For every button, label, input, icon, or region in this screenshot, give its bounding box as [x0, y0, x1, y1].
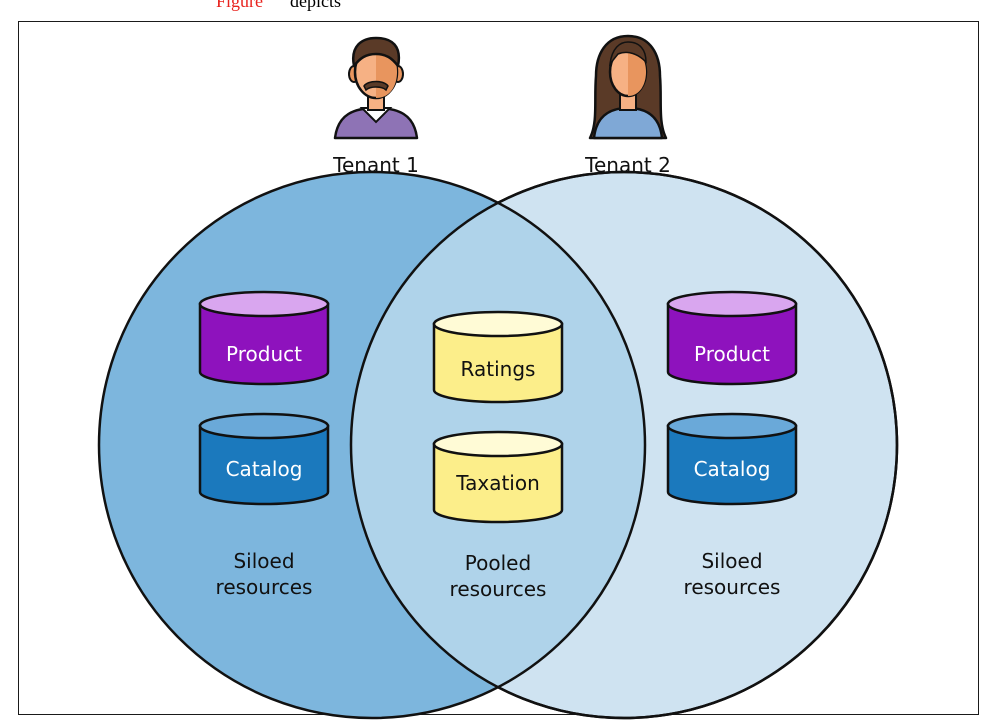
caption-line: Figure depicts — [0, 0, 996, 20]
man-avatar-icon — [333, 36, 419, 140]
db-ratings-label: Ratings — [461, 357, 536, 381]
db-catalog-left-label: Catalog — [226, 457, 303, 481]
db-taxation — [432, 430, 564, 524]
overlap-region-label-line2: resources — [450, 577, 547, 601]
db-product-left-label: Product — [226, 342, 302, 366]
db-product-left — [198, 290, 330, 386]
db-ratings — [432, 310, 564, 404]
right-region-label-line1: Siloed — [701, 549, 762, 573]
tenant-2-label: Tenant 2 — [584, 153, 671, 177]
overlap-region-label-line1: Pooled — [465, 551, 531, 575]
db-product-right — [666, 290, 798, 386]
figure-link[interactable]: Figure — [216, 0, 263, 11]
db-product-right-label: Product — [694, 342, 770, 366]
left-circle-outline — [97, 170, 647, 720]
db-taxation-label: Taxation — [455, 471, 540, 495]
db-catalog-right — [666, 412, 798, 506]
right-circle-outline — [349, 170, 899, 720]
right-region-label-line2: resources — [684, 575, 781, 599]
db-catalog-right-label: Catalog — [694, 457, 771, 481]
left-region-label-line2: resources — [216, 575, 313, 599]
db-catalog-left — [198, 412, 330, 506]
woman-avatar-icon — [588, 34, 668, 140]
tenant-1-label: Tenant 1 — [332, 153, 419, 177]
caption-rest: depicts — [290, 0, 341, 11]
left-region-label-line1: Siloed — [233, 549, 294, 573]
overlap-region — [351, 172, 645, 718]
diagram-frame — [18, 21, 979, 715]
